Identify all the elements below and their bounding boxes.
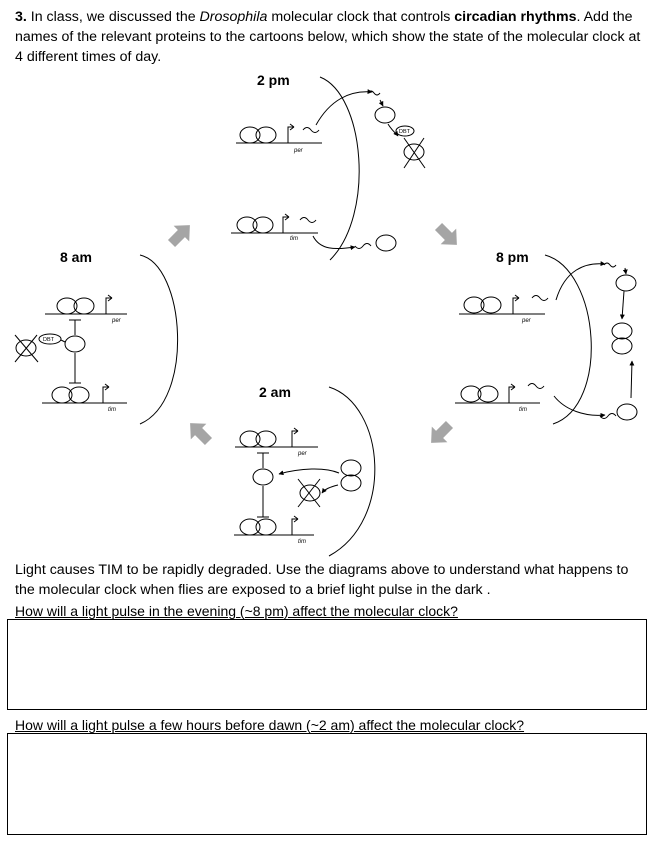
dbt-kinase-2pm [395,125,415,137]
question-intro: 3. In class, we discussed the Drosophila… [15,7,645,67]
arrow-2am-to-8am [190,423,213,446]
gene-label-per-2pm: per [293,148,304,154]
tim-gene-8pm [455,383,545,404]
intro-text-2: molecular clock that controls [267,9,455,25]
per-protein-2pm [374,106,396,124]
nucleus-boundary-8am [139,254,178,425]
degraded-per-2pm [403,143,425,161]
per-tim-repressor-2am [252,468,274,486]
cycle-arrows [167,222,457,446]
intro-text-3: . Add the names of the relevant proteins… [15,9,641,65]
answer-box-evening[interactable] [7,619,647,710]
per-gene-8am [45,294,127,315]
time-label-2am: 2 am [259,384,291,400]
dbt-label-8am: DBT [43,337,55,343]
molecular-clock-diagram: 2 pm 8 am 8 pm 2 am per tim per tim per … [14,72,638,557]
per-gene-2am [235,427,318,448]
question-number: 3. [15,9,27,25]
gene-label-tim-8am: tim [108,407,116,413]
panel-2am [234,386,376,557]
panel-8am [14,254,178,425]
dbt-kinase-8am [38,333,62,345]
per-tim-dimer-top-2am [340,459,362,477]
per-gene-2pm [236,123,322,144]
per-tim-repressor-8am [64,335,86,353]
tim-protein-8pm [616,403,638,421]
nucleus-boundary-2am [328,386,376,557]
arrow-8am-to-2pm [167,225,190,248]
per-tim-dimer-top-8pm [611,322,633,340]
per-protein-8pm [615,274,637,292]
degraded-protein-8am [15,339,37,357]
gene-label-per-2am: per [297,451,308,457]
gene-label-tim-8pm: tim [519,407,527,413]
answer-box-before-dawn[interactable] [7,733,647,835]
gene-label-tim-2pm: tim [290,236,298,242]
nucleus-boundary-2pm [319,76,360,261]
degraded-protein-2am [299,484,321,502]
tim-gene-2pm [231,213,318,234]
tim-protein-2pm [375,234,397,252]
time-label-8pm: 8 pm [496,249,529,265]
per-tim-dimer-bottom-2am [340,474,362,492]
dbt-label-2pm: DBT [399,129,411,135]
arrow-2pm-to-8pm [434,222,457,245]
panel-2pm [231,76,426,261]
light-info-paragraph: Light causes TIM to be rapidly degraded.… [15,562,629,598]
panel-8pm [455,254,638,425]
per-gene-8pm [459,294,549,315]
gene-label-tim-2am: tim [298,539,306,545]
tim-gene-2am [234,515,314,536]
organism-name: Drosophila [199,9,268,25]
gene-label-per-8am: per [111,318,122,324]
per-tim-dimer-bottom-8pm [611,337,633,355]
nucleus-boundary-8pm [544,254,592,425]
time-label-8am: 8 am [60,249,92,265]
question-evening: How will a light pulse in the evening (~… [15,603,458,619]
time-label-2pm: 2 pm [257,72,290,88]
bold-term: circadian rhythms [454,9,577,25]
intro-text-1: In class, we discussed the [26,9,200,25]
gene-label-per-8pm: per [521,318,532,324]
tim-gene-8am [42,383,127,404]
question-before-dawn: How will a light pulse a few hours befor… [15,717,525,733]
arrow-8pm-to-2am [431,420,454,443]
